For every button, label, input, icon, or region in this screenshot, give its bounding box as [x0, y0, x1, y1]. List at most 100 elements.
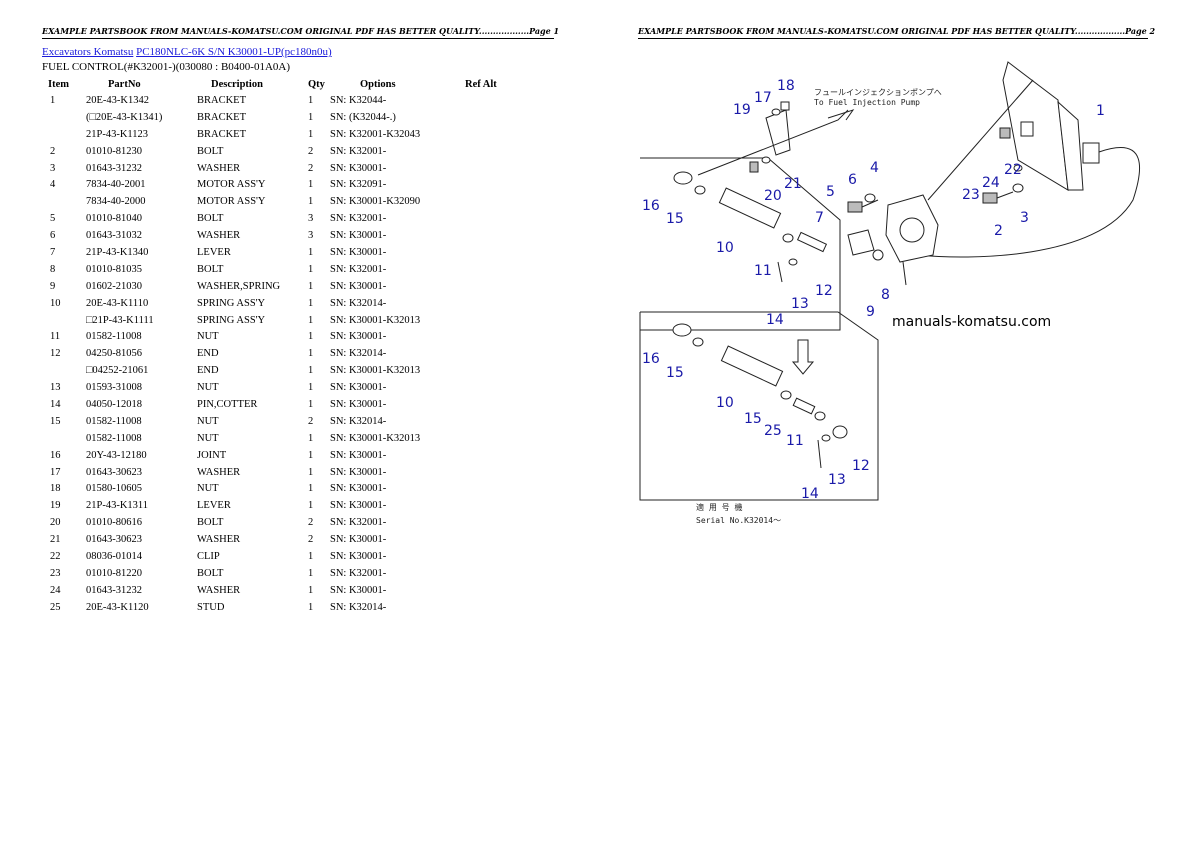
cell-partno: 01010-81035	[86, 263, 142, 275]
cell-refalt	[465, 413, 525, 430]
page-header-2: EXAMPLE PARTSBOOK FROM MANUALS-KOMATSU.C…	[638, 26, 1155, 39]
callout-3: 3	[1020, 210, 1029, 226]
callout-9: 9	[866, 304, 875, 320]
cell-item: 19	[50, 500, 61, 512]
cell-partno: 20E-43-K1342	[86, 94, 149, 106]
stud-25	[792, 397, 816, 415]
cell-refalt	[465, 599, 525, 616]
cell-options: SN: K30001-K32013	[330, 365, 421, 377]
cell-partno: 21P-43-K1311	[86, 500, 149, 512]
cell-refalt	[465, 176, 525, 193]
cell-partno: □04252-21061	[86, 365, 149, 377]
lever-7	[847, 229, 875, 256]
cell-refalt	[465, 362, 525, 379]
cell-description: BOLT	[197, 213, 224, 225]
cell-options: SN: K30001-	[330, 550, 387, 562]
cell-qty: 2	[308, 517, 314, 529]
cell-partno: 01643-30623	[86, 534, 142, 546]
pin-14-upper	[777, 261, 783, 283]
cell-qty: 1	[308, 601, 314, 613]
cell-description: SPRING ASS'Y	[197, 297, 266, 309]
pump-note-jp: フュールインジェクションポンプへ	[814, 88, 942, 97]
cell-item: 17	[50, 466, 61, 478]
cell-partno: 04050-12018	[86, 398, 142, 410]
washer-24	[1013, 164, 1023, 172]
cell-refalt	[465, 565, 525, 582]
cell-options: SN: K30001-	[330, 466, 387, 478]
cell-partno: 21P-43-K1340	[86, 246, 149, 258]
col-header-item: Item	[48, 78, 69, 90]
cell-item: 13	[50, 382, 61, 394]
cell-qty: 1	[308, 314, 314, 326]
nut-15-lower-b	[780, 390, 792, 400]
cell-qty: 1	[308, 263, 314, 275]
cell-description: BOLT	[197, 145, 224, 157]
cell-qty: 2	[308, 162, 314, 174]
col-header-qty: Qty	[308, 78, 325, 90]
cell-description: BOLT	[197, 263, 224, 275]
cell-item: 24	[50, 584, 61, 596]
cell-qty: 3	[308, 213, 314, 225]
cell-description: PIN,COTTER	[197, 398, 258, 410]
pump-note-en: To Fuel Injection Pump	[814, 98, 920, 107]
cell-partno: 01643-31032	[86, 230, 142, 242]
cell-item: 12	[50, 348, 61, 360]
inset-frame-lower	[639, 311, 879, 501]
nut-15-upper	[694, 185, 706, 195]
cell-refalt	[465, 447, 525, 464]
callout-17: 17	[754, 90, 772, 106]
cell-item: 6	[50, 230, 56, 242]
bolt-20	[749, 161, 759, 173]
joint-16-lower	[672, 323, 692, 337]
cell-options: SN: (K32044-.)	[330, 111, 396, 123]
cell-options: SN: K30001-	[330, 534, 387, 546]
callout-13-upper: 13	[791, 296, 809, 312]
cell-item	[42, 430, 86, 447]
col-header-options: Options	[360, 78, 396, 90]
cell-item: 5	[50, 213, 56, 225]
cell-qty: 1	[308, 483, 314, 495]
col-header-refalt: Ref Alt	[465, 78, 497, 90]
cell-partno: 01602-21030	[86, 280, 142, 292]
callout-5: 5	[826, 184, 835, 200]
cell-options: SN: K32001-	[330, 213, 387, 225]
motor-hub	[899, 217, 925, 243]
cell-partno: 20E-43-K1120	[86, 601, 149, 613]
cell-item: 9	[50, 280, 56, 292]
callout-20: 20	[764, 188, 782, 204]
callout-19: 19	[733, 102, 751, 118]
cell-description: NUT	[197, 483, 219, 495]
cell-item: 16	[50, 449, 61, 461]
page-header-1: EXAMPLE PARTSBOOK FROM MANUALS-KOMATSU.C…	[42, 26, 559, 39]
cell-partno: 21P-43-K1123	[86, 128, 149, 140]
callout-10-lower: 10	[716, 395, 734, 411]
cell-partno: 04250-81056	[86, 348, 142, 360]
cell-partno: □21P-43-K1111	[86, 314, 154, 326]
cell-options: SN: K32044-	[330, 94, 387, 106]
cell-options: SN: K32014-	[330, 348, 387, 360]
cell-refalt	[465, 312, 525, 329]
cell-options: SN: K30001-	[330, 483, 387, 495]
cell-partno: 08036-01014	[86, 550, 142, 562]
table-header-row: Item PartNo Description Qty Options Ref …	[42, 76, 525, 92]
cell-partno: 20E-43-K1110	[86, 297, 149, 309]
cell-refalt	[465, 126, 525, 143]
cell-options: SN: K32001-K32043	[330, 128, 421, 140]
nut-13-lower	[821, 434, 831, 442]
breadcrumb-link-excavators[interactable]: Excavators Komatsu	[42, 46, 134, 58]
breadcrumb-link-model[interactable]: PC180NLC-6K S/N K30001-UP(pc180n0u)	[136, 46, 332, 58]
washer-21	[761, 156, 771, 164]
cell-refalt	[465, 109, 525, 126]
clip-22	[1020, 121, 1034, 137]
nut-18	[780, 101, 790, 111]
callout-15-lower-b: 15	[744, 411, 762, 427]
cell-partno: 01010-81220	[86, 567, 142, 579]
cell-qty: 1	[308, 567, 314, 579]
